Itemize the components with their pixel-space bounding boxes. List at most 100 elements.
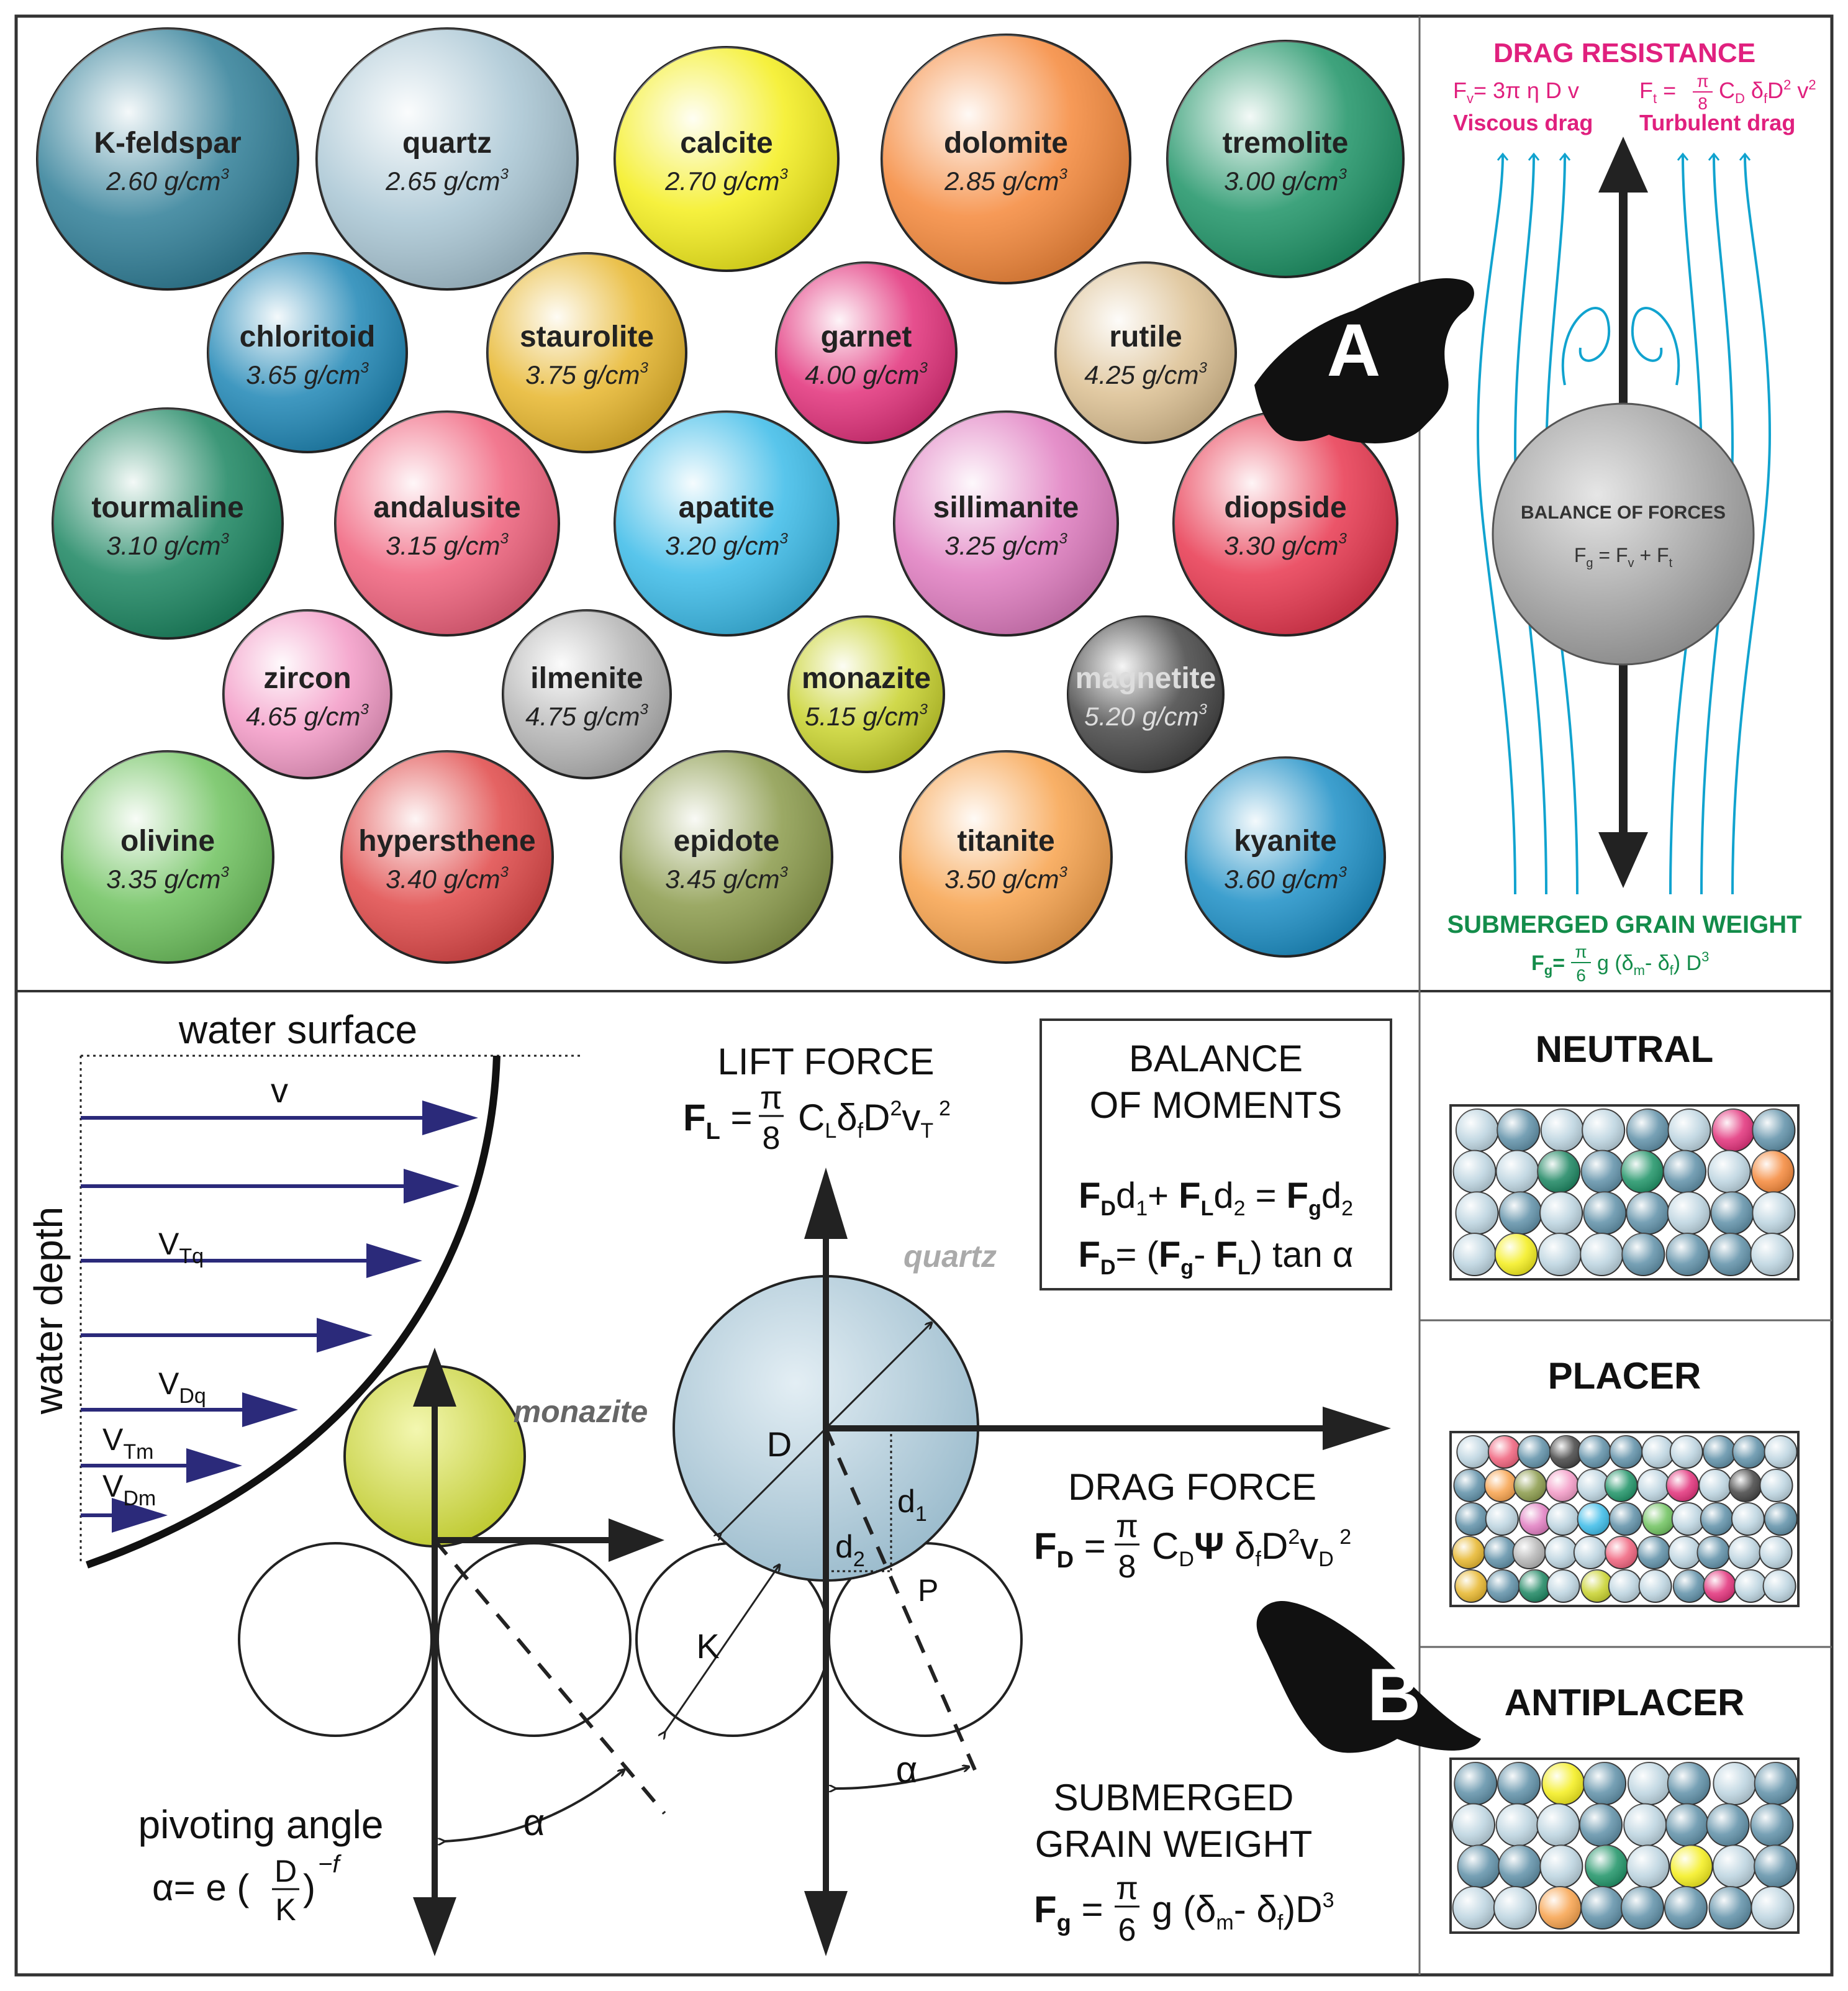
sediment-grain-shine bbox=[1585, 1845, 1628, 1888]
neutral-label: NEUTRAL bbox=[1536, 1028, 1714, 1070]
panel-a-letter: A bbox=[1327, 309, 1381, 392]
drag-frac-den: 8 bbox=[1118, 1549, 1136, 1585]
sediment-grain-shine bbox=[1539, 1887, 1582, 1929]
sediment-grain-shine bbox=[1608, 1570, 1641, 1602]
sediment-grain-shine bbox=[1669, 1536, 1701, 1569]
drag-eq-rhs: CDΨ δfD2vD 2 bbox=[1152, 1525, 1351, 1571]
sediment-grain-shine bbox=[1711, 1192, 1754, 1235]
sediment-grain-shine bbox=[1499, 1192, 1542, 1235]
mineral-density: 2.70 g/cm3 bbox=[664, 166, 788, 196]
weight-eq-rhs: g (δm- δf) D3 bbox=[1597, 949, 1709, 978]
d2-label: d2 bbox=[835, 1529, 865, 1571]
pivot-eq-close: ) bbox=[303, 1867, 315, 1908]
sediment-grain-shine bbox=[1452, 1803, 1495, 1846]
turbulent-equation: Ft = bbox=[1639, 78, 1676, 106]
weight-title-1: SUBMERGED bbox=[1054, 1777, 1294, 1818]
sediment-grain-shine bbox=[1583, 1192, 1626, 1235]
sediment-grain-shine bbox=[1734, 1570, 1767, 1602]
mineral-name: sillimanite bbox=[933, 491, 1079, 524]
sediment-grain-shine bbox=[1498, 1845, 1541, 1888]
v-label: v bbox=[271, 1071, 288, 1110]
sediment-grain-shine bbox=[1545, 1536, 1578, 1569]
mineral-name: kyanite bbox=[1234, 825, 1336, 858]
sediment-grain-shine bbox=[1713, 1762, 1756, 1805]
mineral-name: monazite bbox=[802, 662, 931, 695]
mineral-sphere-shine bbox=[615, 412, 838, 635]
sediment-grain-shine bbox=[1637, 1536, 1670, 1569]
mineral-sphere-shine bbox=[900, 751, 1112, 963]
bed-grain-2 bbox=[437, 1542, 632, 1737]
sediment-grain-shine bbox=[1729, 1469, 1762, 1502]
upward-arrow-head bbox=[1598, 137, 1648, 193]
pivot-frac-d: D bbox=[274, 1854, 297, 1889]
monazite-alpha-arc bbox=[444, 1770, 624, 1841]
velocity-curve bbox=[85, 1055, 500, 1569]
sediment-grain-shine bbox=[1667, 1762, 1710, 1805]
bed-grain-1 bbox=[238, 1542, 433, 1737]
mineral-name: calcite bbox=[680, 127, 772, 160]
balance-ball bbox=[1492, 402, 1755, 666]
viscous-equation: Fv= 3π η D v bbox=[1453, 78, 1579, 106]
sediment-grain-shine bbox=[1668, 1109, 1711, 1151]
sediment-grain-shine bbox=[1518, 1570, 1551, 1602]
vtm-label: VTm bbox=[102, 1422, 153, 1464]
antiplacer-sediment-box bbox=[1449, 1757, 1800, 1934]
balance-of-moments-box bbox=[1040, 1018, 1392, 1290]
mineral-sphere-shine bbox=[487, 253, 686, 452]
pivot-frac-k: K bbox=[275, 1892, 296, 1927]
mineral-sphere-shine bbox=[882, 35, 1130, 283]
mineral-density: 2.60 g/cm3 bbox=[106, 166, 229, 196]
sediment-grain-shine bbox=[1670, 1436, 1703, 1468]
monazite-lift-arrowhead bbox=[413, 1348, 456, 1407]
vdq-label: VDq bbox=[158, 1366, 206, 1408]
sediment-grain-shine bbox=[1496, 1803, 1539, 1846]
weight-b-frac-den: 6 bbox=[1118, 1912, 1136, 1948]
mineral-sphere-shine bbox=[789, 617, 944, 772]
moments-eq-2: FD= (Fg- FL) tan α bbox=[1079, 1235, 1354, 1279]
velocity-arrowhead bbox=[422, 1100, 478, 1135]
mineral-density: 3.40 g/cm3 bbox=[386, 864, 509, 894]
sediment-grain-shine bbox=[1626, 1845, 1669, 1888]
sediment-grain-shine bbox=[1664, 1887, 1707, 1929]
sediment-grain-shine bbox=[1547, 1570, 1580, 1602]
mineral-sphere-shine bbox=[62, 751, 273, 963]
lift-eq-lhs: FL = bbox=[683, 1097, 753, 1145]
sediment-grain-shine bbox=[1454, 1762, 1497, 1805]
sediment-grain-shine bbox=[1670, 1845, 1713, 1888]
velocity-profile: water surface water depth v VTq VDq VTm … bbox=[26, 1007, 584, 1569]
sediment-grain-shine bbox=[1637, 1469, 1670, 1502]
mineral-name: tremolite bbox=[1223, 127, 1349, 160]
mineral-density: 3.30 g/cm3 bbox=[1224, 530, 1347, 560]
sediment-grain-shine bbox=[1752, 1109, 1795, 1151]
sediment-grain-shine bbox=[1666, 1469, 1699, 1502]
velocity-arrowhead bbox=[404, 1169, 460, 1204]
sediment-grain-shine bbox=[1752, 1192, 1795, 1235]
mineral-sphere-shine bbox=[335, 412, 559, 635]
lift-frac-den: 8 bbox=[763, 1120, 781, 1156]
sediment-grain-shine bbox=[1538, 1233, 1581, 1276]
outer-frame bbox=[14, 14, 1834, 1977]
sediment-grain-shine bbox=[1578, 1436, 1611, 1468]
mineral-sphere-shine bbox=[53, 409, 283, 638]
sediment-grain-shine bbox=[1751, 1150, 1794, 1193]
sediment-grain-shine bbox=[1700, 1503, 1733, 1535]
mineral-sphere-shine bbox=[37, 29, 298, 289]
sediment-grain-shine bbox=[1582, 1109, 1625, 1151]
monazite-label: monazite bbox=[514, 1394, 648, 1429]
lift-force-title: LIFT FORCE bbox=[718, 1041, 935, 1082]
sediment-grain-shine bbox=[1751, 1233, 1793, 1276]
drag-force-title: DRAG FORCE bbox=[1068, 1466, 1316, 1508]
sediment-grain-shine bbox=[1495, 1233, 1538, 1276]
sediment-grain-shine bbox=[1764, 1503, 1797, 1535]
sediment-grain-shine bbox=[1454, 1469, 1487, 1502]
sediment-grain-shine bbox=[1487, 1570, 1520, 1602]
mineral-density: 3.10 g/cm3 bbox=[106, 530, 229, 560]
mineral-name: apatite bbox=[679, 491, 775, 524]
